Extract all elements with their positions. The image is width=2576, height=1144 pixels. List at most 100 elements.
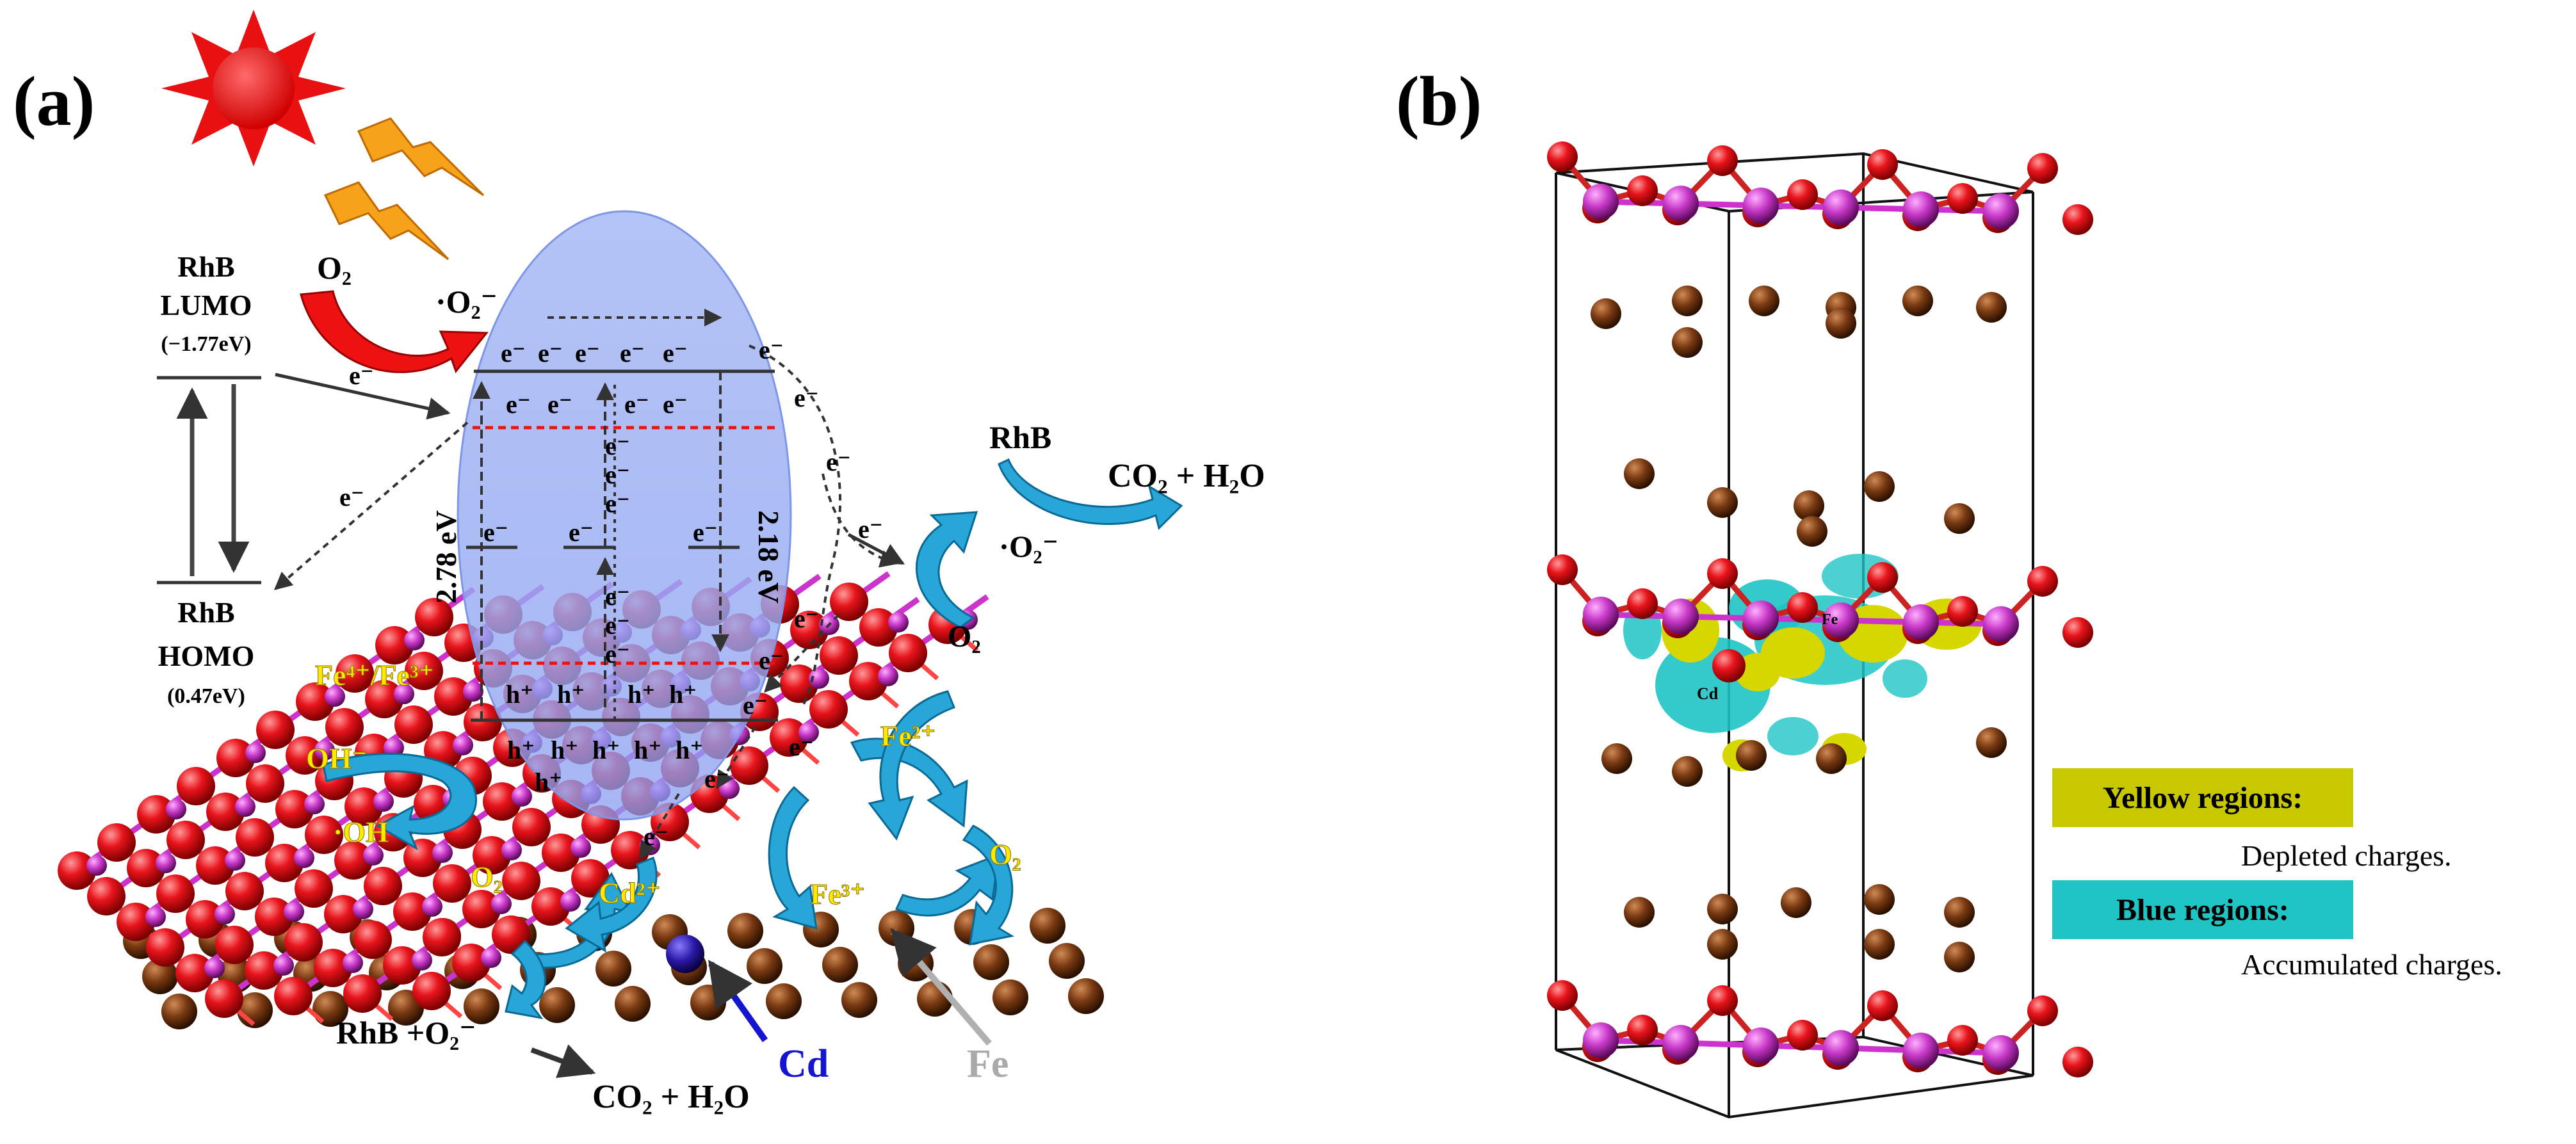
oxygen-atom [394,705,433,744]
charge-density [1623,554,1982,771]
metal-atom [1583,597,1619,632]
crystal-structure [1547,141,2093,1077]
oxygen-atom [1627,175,1658,206]
electron: e⁻ [605,611,630,640]
fe2-label: Fe²⁺ [880,720,936,752]
oxygen-atom [1947,1025,1978,1056]
oxygen-atom [117,903,155,941]
oxygen-atom [256,711,295,749]
metal-atom [841,982,877,1018]
oxygen-atom [314,949,352,987]
oxygen-atom [512,808,551,846]
oxygen-atom [2062,617,2093,648]
lumo-line1: RhB [177,250,234,283]
oxygen-atom [790,611,829,649]
metal-atom [690,985,726,1020]
electron: e⁻ [858,515,883,544]
photocatalyst-band-ellipse [457,210,792,821]
oxygen-atom [433,864,471,903]
panel-a: (a) [13,10,1265,1115]
fe43-label: Fe⁴⁺/Fe³⁺ [315,659,434,691]
metal-atom [1976,292,2007,323]
fe-pointer [890,928,992,1046]
oxygen-atom [1707,145,1738,176]
metal-atom [888,612,909,632]
metal-atom [432,842,453,863]
metal-atom [1826,308,1856,339]
oxygen-atom [412,972,451,1010]
oxygen-atom [246,764,284,803]
metal-atom [1743,600,1779,636]
fe-label: Fe [967,1042,1009,1086]
gap-right-label: 2.18 eV [752,510,785,604]
electron: e⁻ [605,489,630,518]
oxygen-atom [225,872,264,910]
oxygen-atom [97,823,136,862]
metal-atom [539,987,575,1023]
electron: e⁻ [501,339,526,367]
electron: e⁻ [506,390,531,419]
metal-atom [481,947,501,968]
oxygen-atom [393,892,432,931]
oxygen-atom [295,869,333,908]
gap-left-label: 2.78 eV [430,510,462,604]
hole: h⁺ [669,680,697,709]
blue-arrows [322,458,1183,1020]
hole: h⁺ [557,680,585,709]
metal-atom [204,958,225,978]
oxygen-atom [531,887,570,926]
oxygen-atom [830,583,868,621]
o2-label: O₂ [317,250,352,286]
oh-minus-label: OH⁻ [306,742,368,775]
oxygen-atom [464,703,502,741]
cd2-label: Cd²⁺ [599,876,661,909]
metal-atom [1903,1033,1939,1068]
metal-atom [1672,327,1703,358]
oxygen-atom [405,652,443,690]
oxygen-atom [502,862,540,900]
products-label: CO₂ + H₂O [592,1079,750,1115]
oxygen-atom [1867,990,1898,1021]
legend-yellow-desc: Depleted charges. [2241,839,2452,872]
gap-arrows [473,371,729,720]
o2-label: O₂ [948,620,981,654]
oxygen-atom [296,682,334,721]
metal-atom [512,786,532,807]
oxygen-atom [305,816,343,854]
oxygen-atom [236,818,274,857]
blue-arrow [895,853,1000,917]
metal-atom [343,953,363,973]
oxygen-atom [166,821,205,859]
oxygen-atom [336,654,374,693]
metal-atom [464,988,499,1024]
metal-atom [453,735,473,755]
metal-atom [1983,606,2019,642]
metal-atom [1902,286,1933,316]
hole: h⁺ [628,680,655,709]
metal-atom [727,913,763,949]
red-curved-arrow [300,290,489,374]
o2-label: O₂ [471,860,503,893]
metal-atom [1823,1030,1859,1066]
metal-atom [1903,191,1939,227]
lumo-line2: LUMO [160,289,252,321]
electron: e⁻ [605,582,630,611]
oxygen-atom [1547,980,1578,1011]
atom-fe-label: Fe [1822,611,1838,628]
metal-atom [1781,887,1811,918]
oxygen-atom [2027,153,2058,184]
oxygen-atom [1547,554,1578,585]
metal-atom [766,983,802,1019]
metal-atom [145,906,166,927]
metal-atom [1583,1022,1619,1058]
oxygen-atom [571,859,610,898]
slab-labels: Fe⁴⁺/Fe³⁺ OH⁻ ·OH O₂ Cd²⁺ Fe²⁺ Fe³⁺ O₂ [306,659,1022,911]
oxygen-atom [1547,141,1578,172]
fe3-label: Fe³⁺ [810,878,866,910]
electron: e⁻ [620,339,645,367]
oxygen-atom [809,690,848,729]
metal-atom [1794,490,1824,521]
metal-atom [394,684,414,704]
metal-atom [595,951,631,987]
metal-atom [1663,599,1699,634]
